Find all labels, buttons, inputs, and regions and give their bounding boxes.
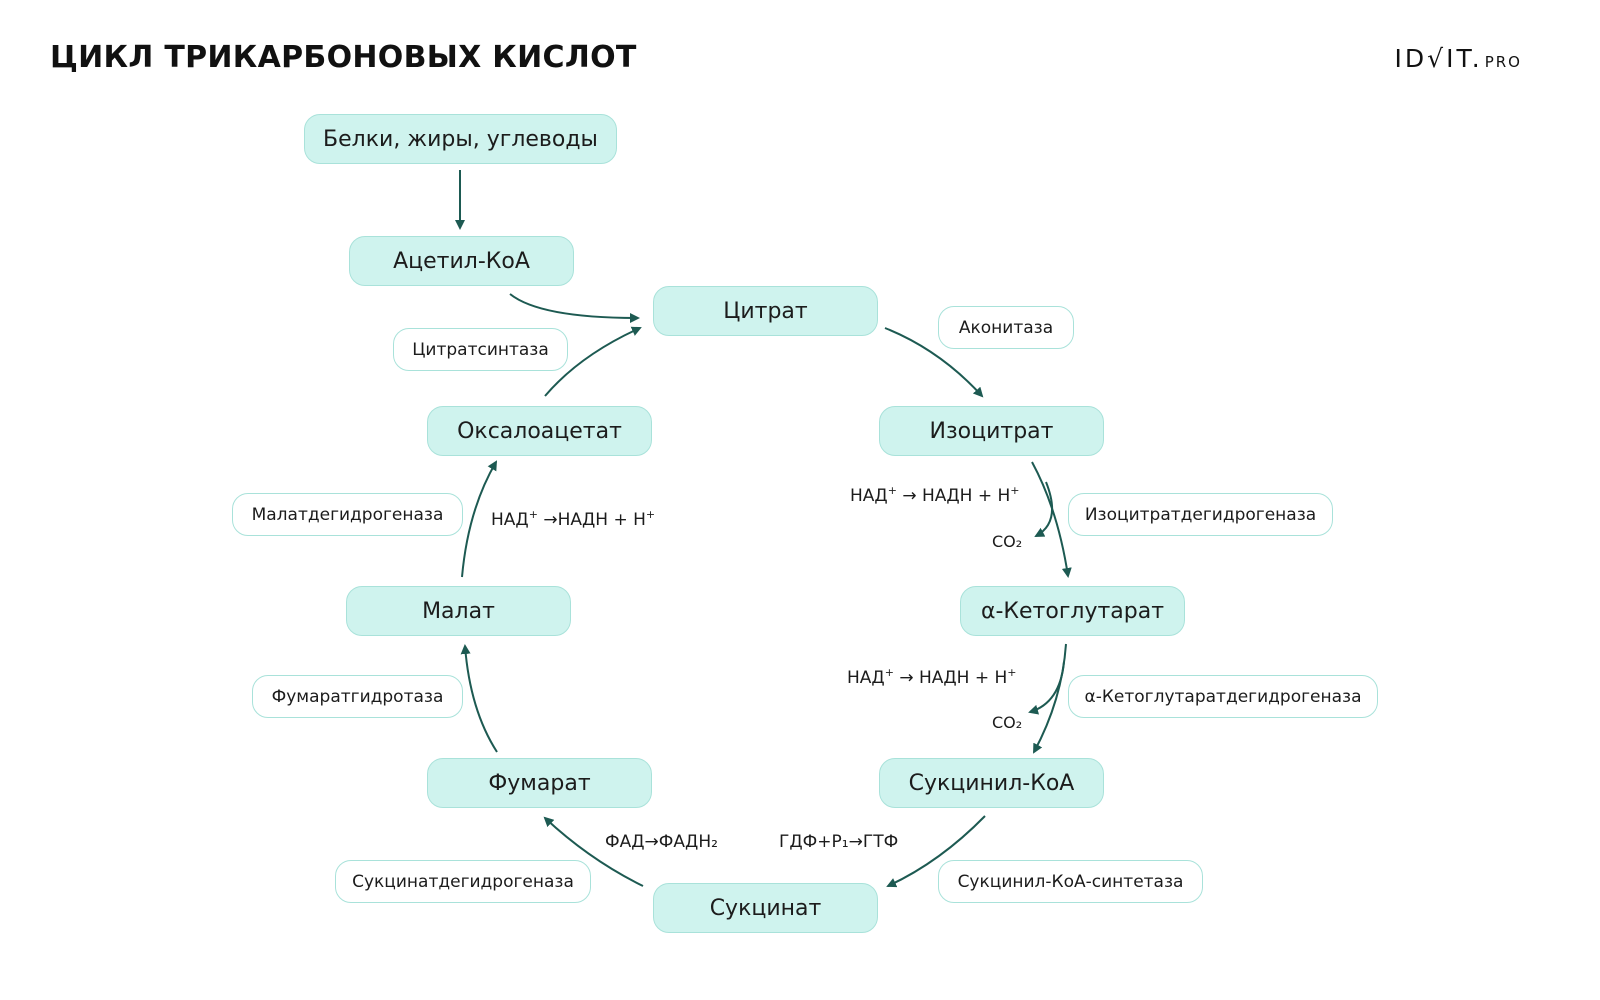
enzyme-fumarate-hydratase: Фумаратгидротаза: [252, 675, 463, 718]
cofactor-co2-1: CO₂: [992, 532, 1023, 551]
cofactor-fad: ФАД→ФАДН₂: [605, 832, 718, 852]
cofactor-nad-3: НАД+ →НАДН + Н+: [491, 508, 656, 530]
arrow-fumarate-to-malate: [460, 644, 498, 753]
logo-suffix: PRO: [1484, 53, 1522, 71]
arrow-succinate-to-fumarate: [543, 816, 644, 887]
node-citrate: Цитрат: [653, 286, 878, 336]
node-isocitrate: Изоцитрат: [879, 406, 1104, 456]
cofactor-gdp-gtp: ГДФ+P₁→ГТФ: [779, 832, 899, 852]
cofactor-co2-2: CO₂: [992, 713, 1023, 732]
page-title: ЦИКЛ ТРИКАРБОНОВЫХ КИСЛОТ: [50, 40, 637, 75]
enzyme-akg-dehydrogenase: α-Кетоглутаратдегидрогеназа: [1068, 675, 1378, 718]
enzyme-isocitrate-dehydrogenase: Изоцитратдегидрогеназа: [1068, 493, 1333, 536]
enzyme-succinyl-coa-synthetase: Сукцинил-КоА-синтетаза: [938, 860, 1203, 903]
node-succinyl-coa: Сукцинил-КоА: [879, 758, 1104, 808]
arrow-malate-to-oxaloacetate: [461, 460, 498, 578]
node-oxaloacetate: Оксалоацетат: [427, 406, 652, 456]
arrow-akg-to-succinylcoa: [1033, 643, 1067, 754]
logo-main: ID√IT.: [1394, 44, 1483, 73]
brand-logo: ID√IT.PRO: [1395, 44, 1522, 73]
node-source: Белки, жиры, углеводы: [304, 114, 617, 164]
arrow-isocitrate-to-akg: [1031, 461, 1072, 578]
arrow-oxaloacetate-to-citrate: [544, 326, 642, 397]
node-fumarate: Фумарат: [427, 758, 652, 808]
enzyme-succinate-dehydrogenase: Сукцинатдегидрогеназа: [335, 860, 591, 903]
enzyme-malate-dehydrogenase: Малатдегидрогеназа: [232, 493, 463, 536]
node-alpha-ketoglutarate: α-Кетоглутарат: [960, 586, 1185, 636]
cofactor-nad-1: НАД+ → НАДН + Н+: [850, 484, 1020, 506]
arrow-nad1-co2: [1034, 481, 1053, 537]
node-malate: Малат: [346, 586, 571, 636]
cofactor-nad-2: НАД+ → НАДН + Н+: [847, 666, 1017, 688]
arrow-citrate-to-isocitrate: [884, 327, 984, 398]
arrow-nad2-co2: [1028, 661, 1065, 715]
arrow-succinylcoa-to-succinate: [886, 815, 986, 888]
arrow-acetyl-to-citrate: [509, 293, 640, 323]
node-acetyl-coa: Ацетил-КоА: [349, 236, 574, 286]
enzyme-citrate-synthase: Цитратсинтаза: [393, 328, 568, 371]
enzyme-aconitase: Аконитаза: [938, 306, 1074, 349]
node-succinate: Сукцинат: [653, 883, 878, 933]
